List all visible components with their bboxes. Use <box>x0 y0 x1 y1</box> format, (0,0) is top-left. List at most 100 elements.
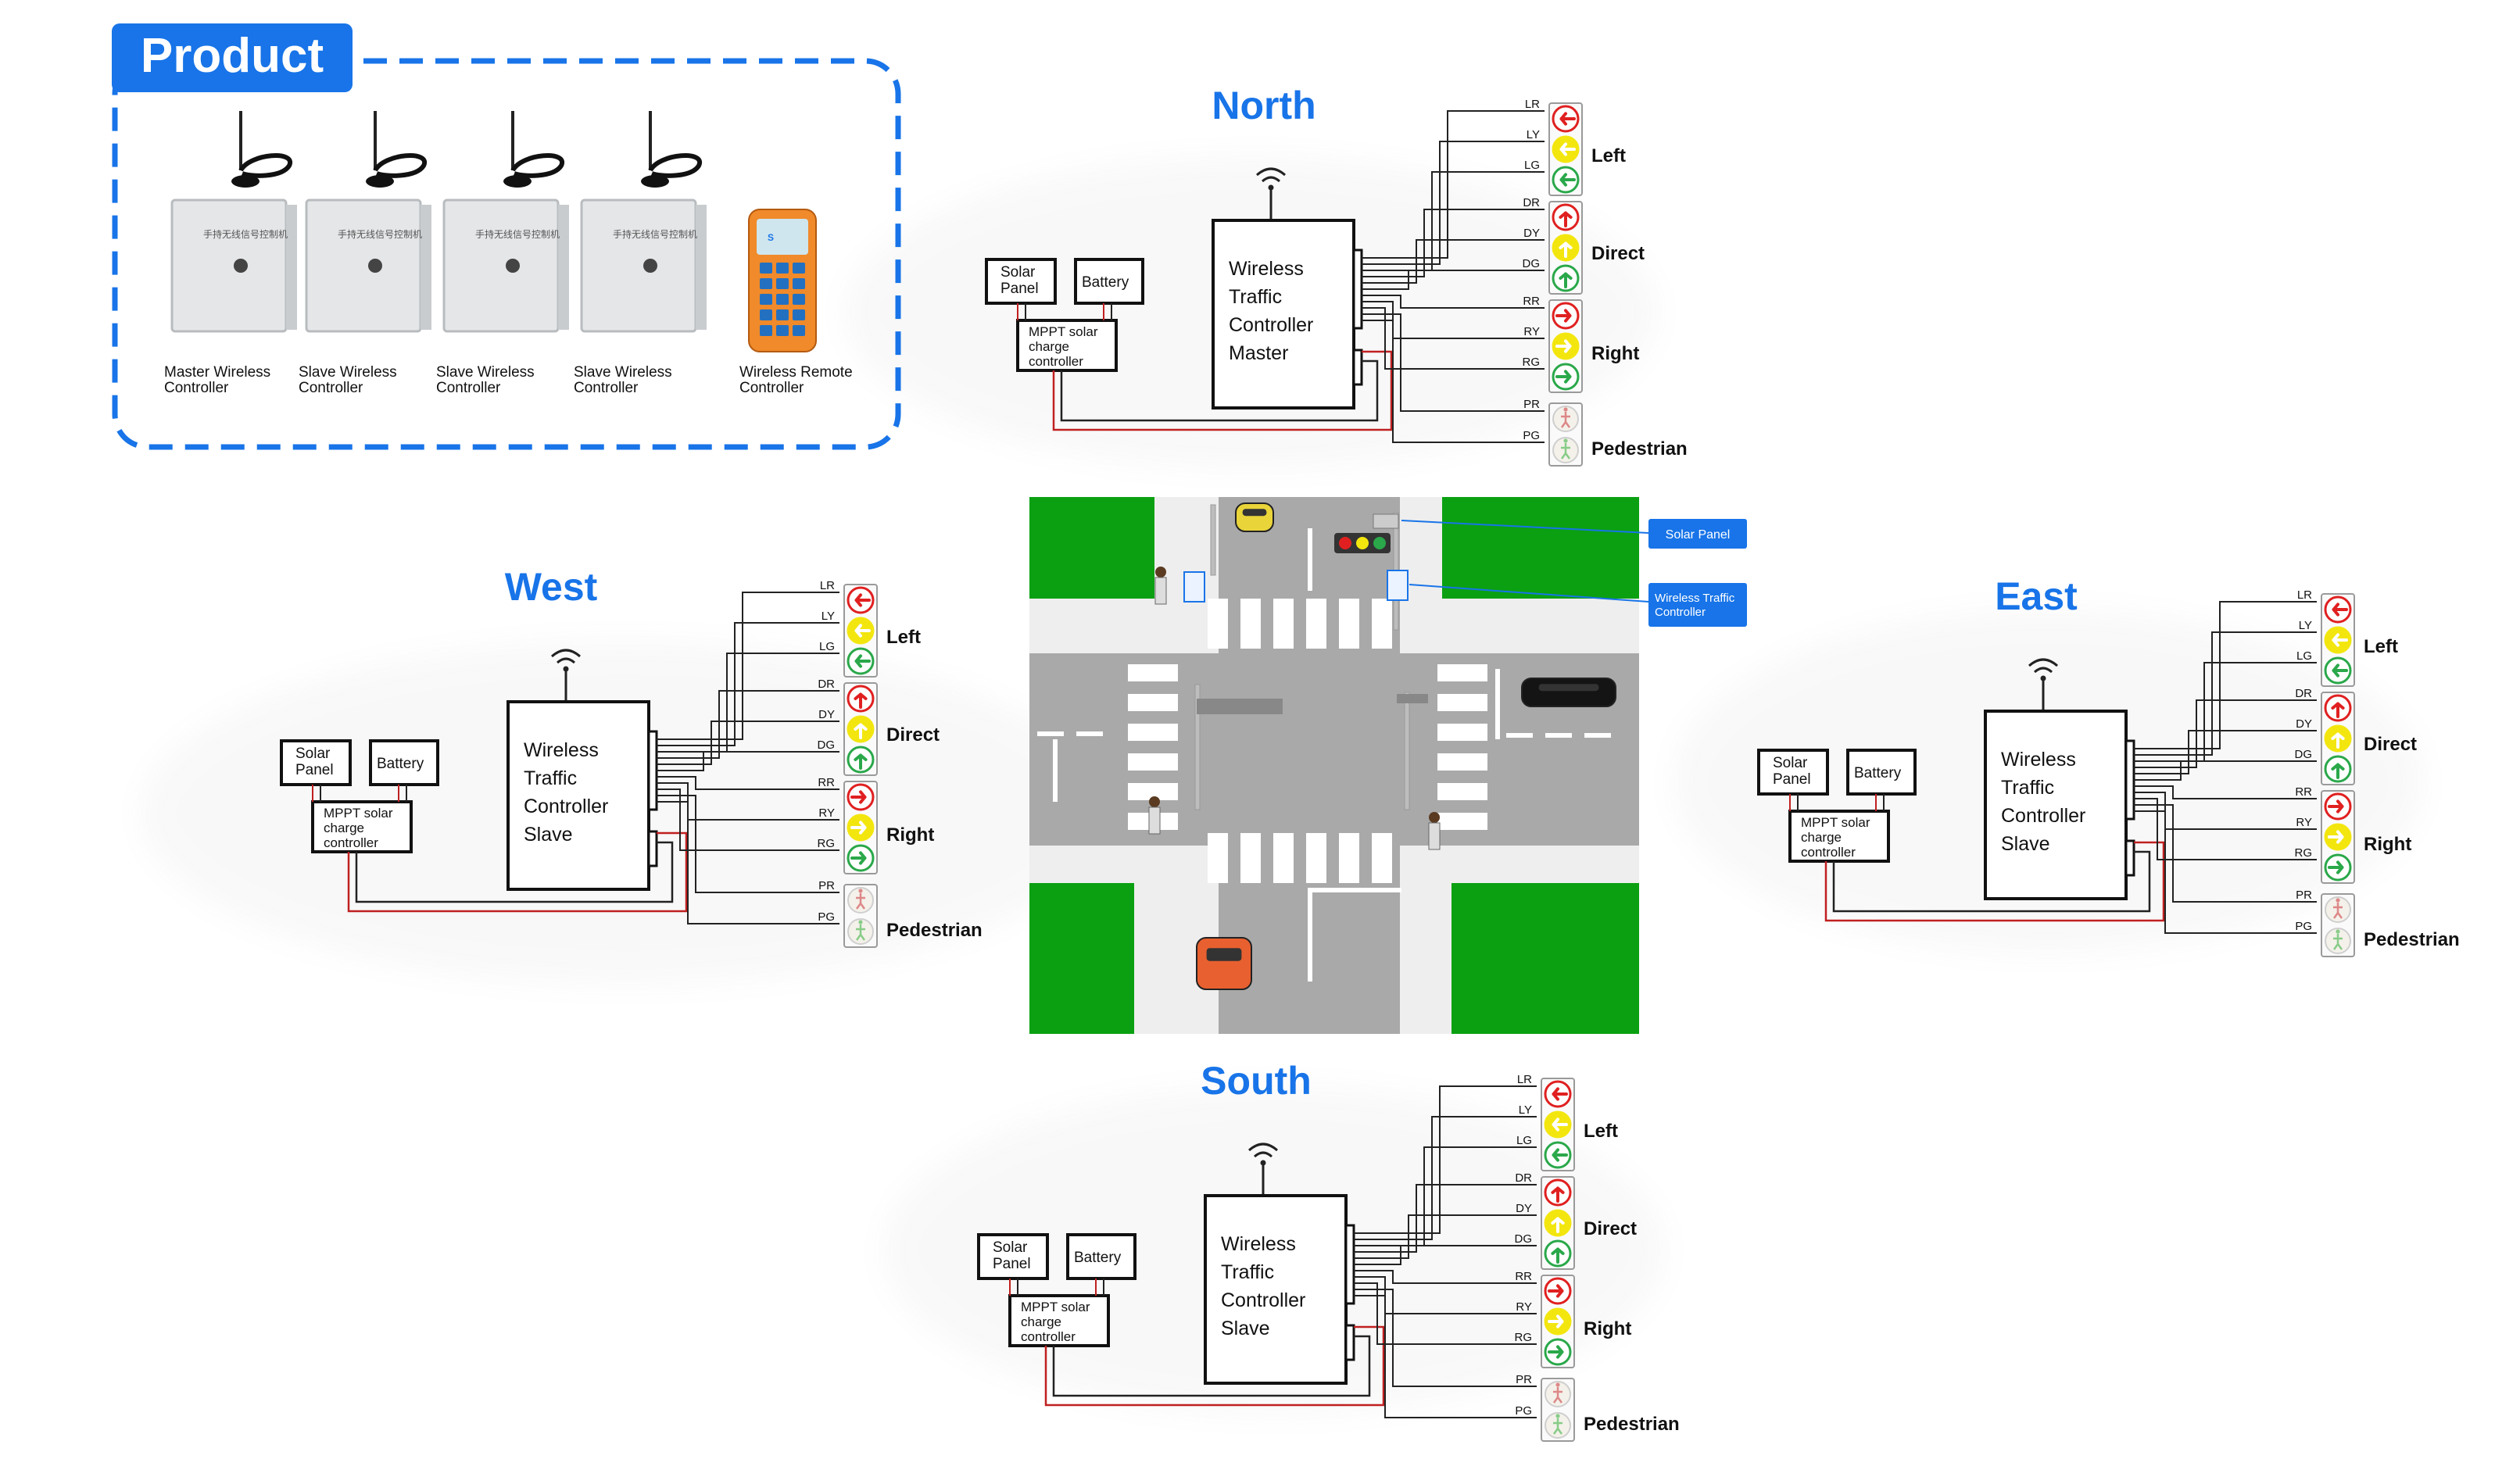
pedestrian-body-icon <box>1154 577 1167 605</box>
cabinet-lock-icon <box>368 259 382 273</box>
controller-label: Wireless <box>1221 1233 1296 1255</box>
crosswalk-stripe <box>1372 833 1392 883</box>
power-wire-black <box>1052 1335 1371 1397</box>
mppt-label: controller <box>1029 354 1083 369</box>
signal-code-lr: LR <box>1517 1073 1532 1086</box>
left-signal-head <box>843 584 878 678</box>
controller-label: Controller <box>1221 1289 1305 1311</box>
arrow-left-icon <box>854 624 871 638</box>
signal-wire <box>2134 760 2317 781</box>
controller-output-port <box>1344 1224 1355 1305</box>
battery-label: Battery <box>377 756 424 772</box>
battery-box <box>1066 1233 1137 1280</box>
car-window-icon <box>1206 948 1242 961</box>
remote-screen <box>757 219 808 255</box>
arrow-up-icon <box>2331 732 2345 749</box>
signal-arm <box>1397 694 1428 703</box>
orange-car-icon <box>1196 937 1252 990</box>
wifi-icon <box>1256 167 1286 177</box>
signal-code-rr: RR <box>818 776 835 789</box>
signal-code-pr: PR <box>2296 889 2312 902</box>
solar-panel-box <box>985 258 1057 305</box>
cabinet-lock-icon <box>643 259 657 273</box>
cabinet-lock-icon <box>506 259 520 273</box>
signal-code-rg: RG <box>1515 1331 1533 1344</box>
group-label-left: Left <box>1591 145 1626 166</box>
wifi-icon <box>2040 675 2046 681</box>
power-wire-red <box>1044 1325 1385 1407</box>
mppt-box <box>1016 319 1118 372</box>
antenna-base-icon <box>503 175 532 188</box>
controller-cabinet <box>170 198 288 333</box>
callout-solar-label: Solar Panel <box>1666 528 1731 542</box>
signal-code-lg: LG <box>1524 159 1540 172</box>
antenna-base-icon <box>231 175 260 188</box>
curb <box>1400 846 1452 1034</box>
signal-code-dy: DY <box>1523 227 1540 240</box>
group-label-direct: Direct <box>886 724 940 746</box>
controller-label: Wireless <box>2001 749 2076 771</box>
pedestrian-head-icon <box>2336 929 2340 934</box>
signal-code-lr: LR <box>2297 588 2312 602</box>
crosswalk-stripe <box>1437 694 1487 711</box>
callout-solar-box <box>1648 519 1747 549</box>
signal-wire <box>1362 270 1545 290</box>
cabinet-side <box>696 205 707 330</box>
remote-key-icon <box>793 325 805 336</box>
mppt-label: controller <box>324 835 378 850</box>
signal-wire <box>1354 1116 1537 1240</box>
signal-code-rr: RR <box>1523 295 1540 308</box>
signal-code-dy: DY <box>1516 1202 1532 1215</box>
signal-code-dy: DY <box>2296 717 2312 731</box>
lane-dash <box>1076 731 1103 736</box>
battery-label: Battery <box>1854 765 1902 781</box>
signal-wire <box>1354 1289 1537 1387</box>
remote-logo-icon: S <box>768 232 774 243</box>
stop-line <box>1308 888 1401 892</box>
arrow-left-icon <box>1552 1117 1568 1132</box>
power-wire-black <box>355 841 674 903</box>
signal-code-rg: RG <box>1523 356 1541 369</box>
south-title: South <box>1201 1059 1312 1103</box>
remote-key-icon <box>793 294 805 305</box>
pedestrian-head-icon <box>858 889 863 893</box>
power-wire-red <box>1824 841 2165 922</box>
crosswalk-stripe <box>1437 753 1487 771</box>
signal-code-ly: LY <box>1519 1103 1532 1117</box>
remote-key-icon <box>760 263 772 274</box>
antenna-cable-icon <box>373 153 428 178</box>
arrow-left-icon <box>1552 1087 1568 1101</box>
arrow-right-icon <box>850 790 867 804</box>
mppt-box <box>1008 1294 1110 1347</box>
pedestrian-head-icon <box>1555 1414 1560 1418</box>
direct-signal-head <box>2321 692 2355 785</box>
product-caption: Wireless Remote <box>739 364 853 381</box>
group-label-right: Right <box>886 824 934 846</box>
signal-code-pg: PG <box>2295 920 2312 933</box>
lane-dash <box>1545 733 1572 738</box>
controller-label: Traffic <box>1221 1261 1274 1283</box>
controller-output-port <box>647 730 658 811</box>
crosswalk-stripe <box>1273 599 1294 649</box>
grass-se <box>1452 883 1639 1034</box>
signal-wire <box>657 622 839 746</box>
wifi-icon <box>1268 184 1274 191</box>
signal-code-lg: LG <box>819 640 835 653</box>
controller-cabinet <box>580 198 697 333</box>
west-title: West <box>505 565 598 609</box>
arrow-up-icon <box>1551 1247 1565 1264</box>
signal-wire <box>657 789 839 851</box>
controller-output-port <box>2124 739 2135 821</box>
controller-label: Slave <box>524 824 573 846</box>
callout-line <box>1401 520 1649 534</box>
group-label-pedestrian: Pedestrian <box>2364 929 2460 950</box>
pedestrian-icon <box>855 893 866 910</box>
signal-wire <box>1362 171 1545 271</box>
grass-ne <box>1442 497 1639 599</box>
controller-label: Slave <box>2001 833 2050 855</box>
left-signal-head <box>1541 1078 1575 1171</box>
callout-controller-label: Controller <box>1655 606 1706 619</box>
